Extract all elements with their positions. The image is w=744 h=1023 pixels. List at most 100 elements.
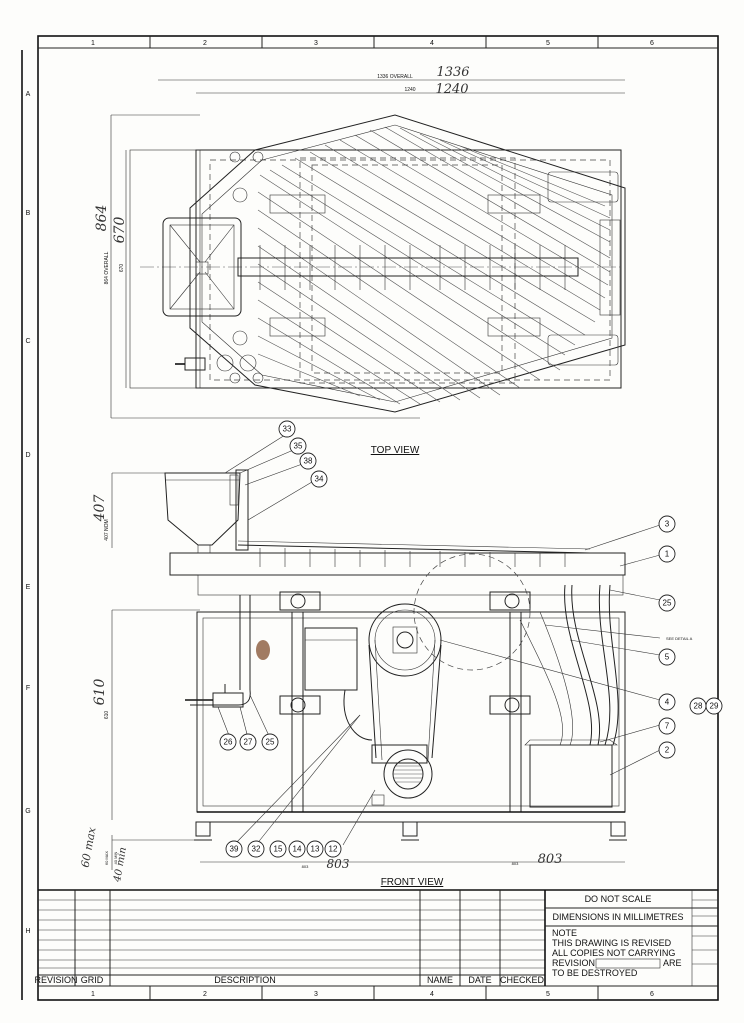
grid-col-4-bottom: 4: [430, 991, 434, 998]
grid-col-3: 3: [314, 40, 318, 47]
col-checked: CHECKED: [500, 975, 545, 985]
balloon-39: 39: [225, 840, 243, 858]
sheet-border: [37, 35, 719, 1001]
grid-col-1: 1: [91, 40, 95, 47]
deck-riffles: [257, 126, 611, 405]
balloon-3: 3: [658, 515, 676, 533]
dim-670: 670: [119, 264, 125, 273]
spray-nozzles: [259, 245, 566, 290]
hand-1240: 1240: [435, 82, 468, 97]
grid-col-6: 6: [650, 40, 654, 47]
grid-row-b: B: [26, 210, 31, 217]
svg-text:12: 12: [329, 845, 338, 854]
svg-text:26: 26: [224, 738, 233, 747]
svg-text:38: 38: [304, 457, 313, 466]
note-line-3-revision: REVISION: [552, 958, 595, 968]
balloon-35: 35: [289, 437, 307, 455]
svg-text:25: 25: [663, 599, 672, 608]
svg-text:5: 5: [665, 653, 670, 662]
svg-text:29: 29: [710, 702, 719, 711]
svg-text:27: 27: [244, 738, 253, 747]
mounting-blocks: [216, 151, 621, 384]
svg-text:32: 32: [252, 845, 261, 854]
electric-motor: [383, 749, 433, 799]
svg-text:2: 2: [665, 746, 670, 755]
svg-text:39: 39: [230, 845, 239, 854]
electrical-box: [304, 627, 358, 691]
shaker-deck: [169, 552, 626, 576]
balloon-15: 15: [269, 840, 287, 858]
note-line-3-are: ARE: [663, 958, 682, 968]
revision-box: [595, 958, 661, 969]
hand-1336: 1336: [436, 65, 469, 80]
col-grid: GRID: [81, 975, 104, 985]
dim-40-min: 40 MIN: [113, 851, 118, 864]
note-line-4: TO BE DESTROYED: [552, 968, 638, 978]
drive-pulley: [368, 603, 442, 677]
balloon-33: 33: [278, 420, 296, 438]
grid-row-a: A: [26, 91, 31, 98]
front-view: 407 NOM 407 610 610 60 MAX 40 MIN 60 max…: [79, 420, 723, 888]
paper-stain: [256, 640, 270, 660]
dim-1240: 1240: [404, 87, 415, 93]
svg-text:13: 13: [311, 845, 320, 854]
dim-803-right: 803: [512, 861, 519, 866]
svg-text:7: 7: [665, 722, 670, 731]
svg-text:33: 33: [283, 425, 292, 434]
svg-text:25: 25: [266, 738, 275, 747]
balloon-2: 2: [658, 741, 676, 759]
svg-text:15: 15: [274, 845, 283, 854]
svg-text:14: 14: [293, 845, 302, 854]
balloon-14: 14: [288, 840, 306, 858]
grid-col-1-bottom: 1: [91, 991, 95, 998]
col-description: DESCRIPTION: [214, 975, 276, 985]
balloon-32: 32: [247, 840, 265, 858]
grid-col-2: 2: [203, 40, 207, 47]
balloon-13: 13: [306, 840, 324, 858]
pillow-block-bearings: [279, 591, 531, 715]
balloon-5: 5: [658, 648, 676, 666]
grid-row-f: F: [26, 685, 30, 692]
grid-col-5: 5: [546, 40, 550, 47]
hand-407: 407: [92, 495, 108, 523]
leader-lines: [217, 434, 661, 846]
top-view-title: TOP VIEW: [371, 445, 420, 456]
grid-col-3-bottom: 3: [314, 991, 318, 998]
dim-864-overall: 864 OVERALL: [104, 251, 110, 284]
dim-610: 610: [104, 711, 110, 720]
hand-610: 610: [92, 679, 108, 706]
spray-bar: [237, 257, 579, 277]
collection-tank: [529, 744, 613, 808]
svg-text:1: 1: [665, 550, 670, 559]
grid-col-4: 4: [430, 40, 434, 47]
grid-row-e: E: [26, 584, 31, 591]
balloon-29: 29: [705, 697, 723, 715]
dim-60-max: 60 MAX: [104, 851, 109, 866]
balloon-1: 1: [658, 545, 676, 563]
grid-row-d: D: [25, 452, 30, 459]
svg-text:35: 35: [294, 442, 303, 451]
balloon-25-left: 25: [261, 733, 279, 751]
svg-text:34: 34: [315, 475, 324, 484]
balloon-28: 28: [689, 697, 707, 715]
note-heading: NOTE: [552, 928, 577, 938]
grid-row-g: G: [25, 808, 30, 815]
column-dividers: [149, 36, 599, 1000]
do-not-scale: DO NOT SCALE: [585, 894, 652, 904]
balloon-4: 4: [658, 693, 676, 711]
grid-col-2-bottom: 2: [203, 991, 207, 998]
svg-text:4: 4: [665, 698, 670, 707]
balloon-12: 12: [324, 840, 342, 858]
grid-row-c: C: [25, 338, 30, 345]
front-view-title: FRONT VIEW: [381, 877, 444, 888]
balloon-38: 38: [299, 452, 317, 470]
front-nozzles: [259, 548, 566, 567]
dim-407-nom: 407 NOM: [104, 519, 110, 540]
hand-864: 864: [94, 205, 110, 232]
top-view: 1336 OVERALL 1240 1336 1240 864 OVERALL …: [94, 65, 626, 456]
see-detail-a-note: SEE DETAIL A: [666, 636, 693, 641]
adjustable-feet: [194, 821, 627, 841]
dim-803-left: 803: [302, 864, 309, 869]
